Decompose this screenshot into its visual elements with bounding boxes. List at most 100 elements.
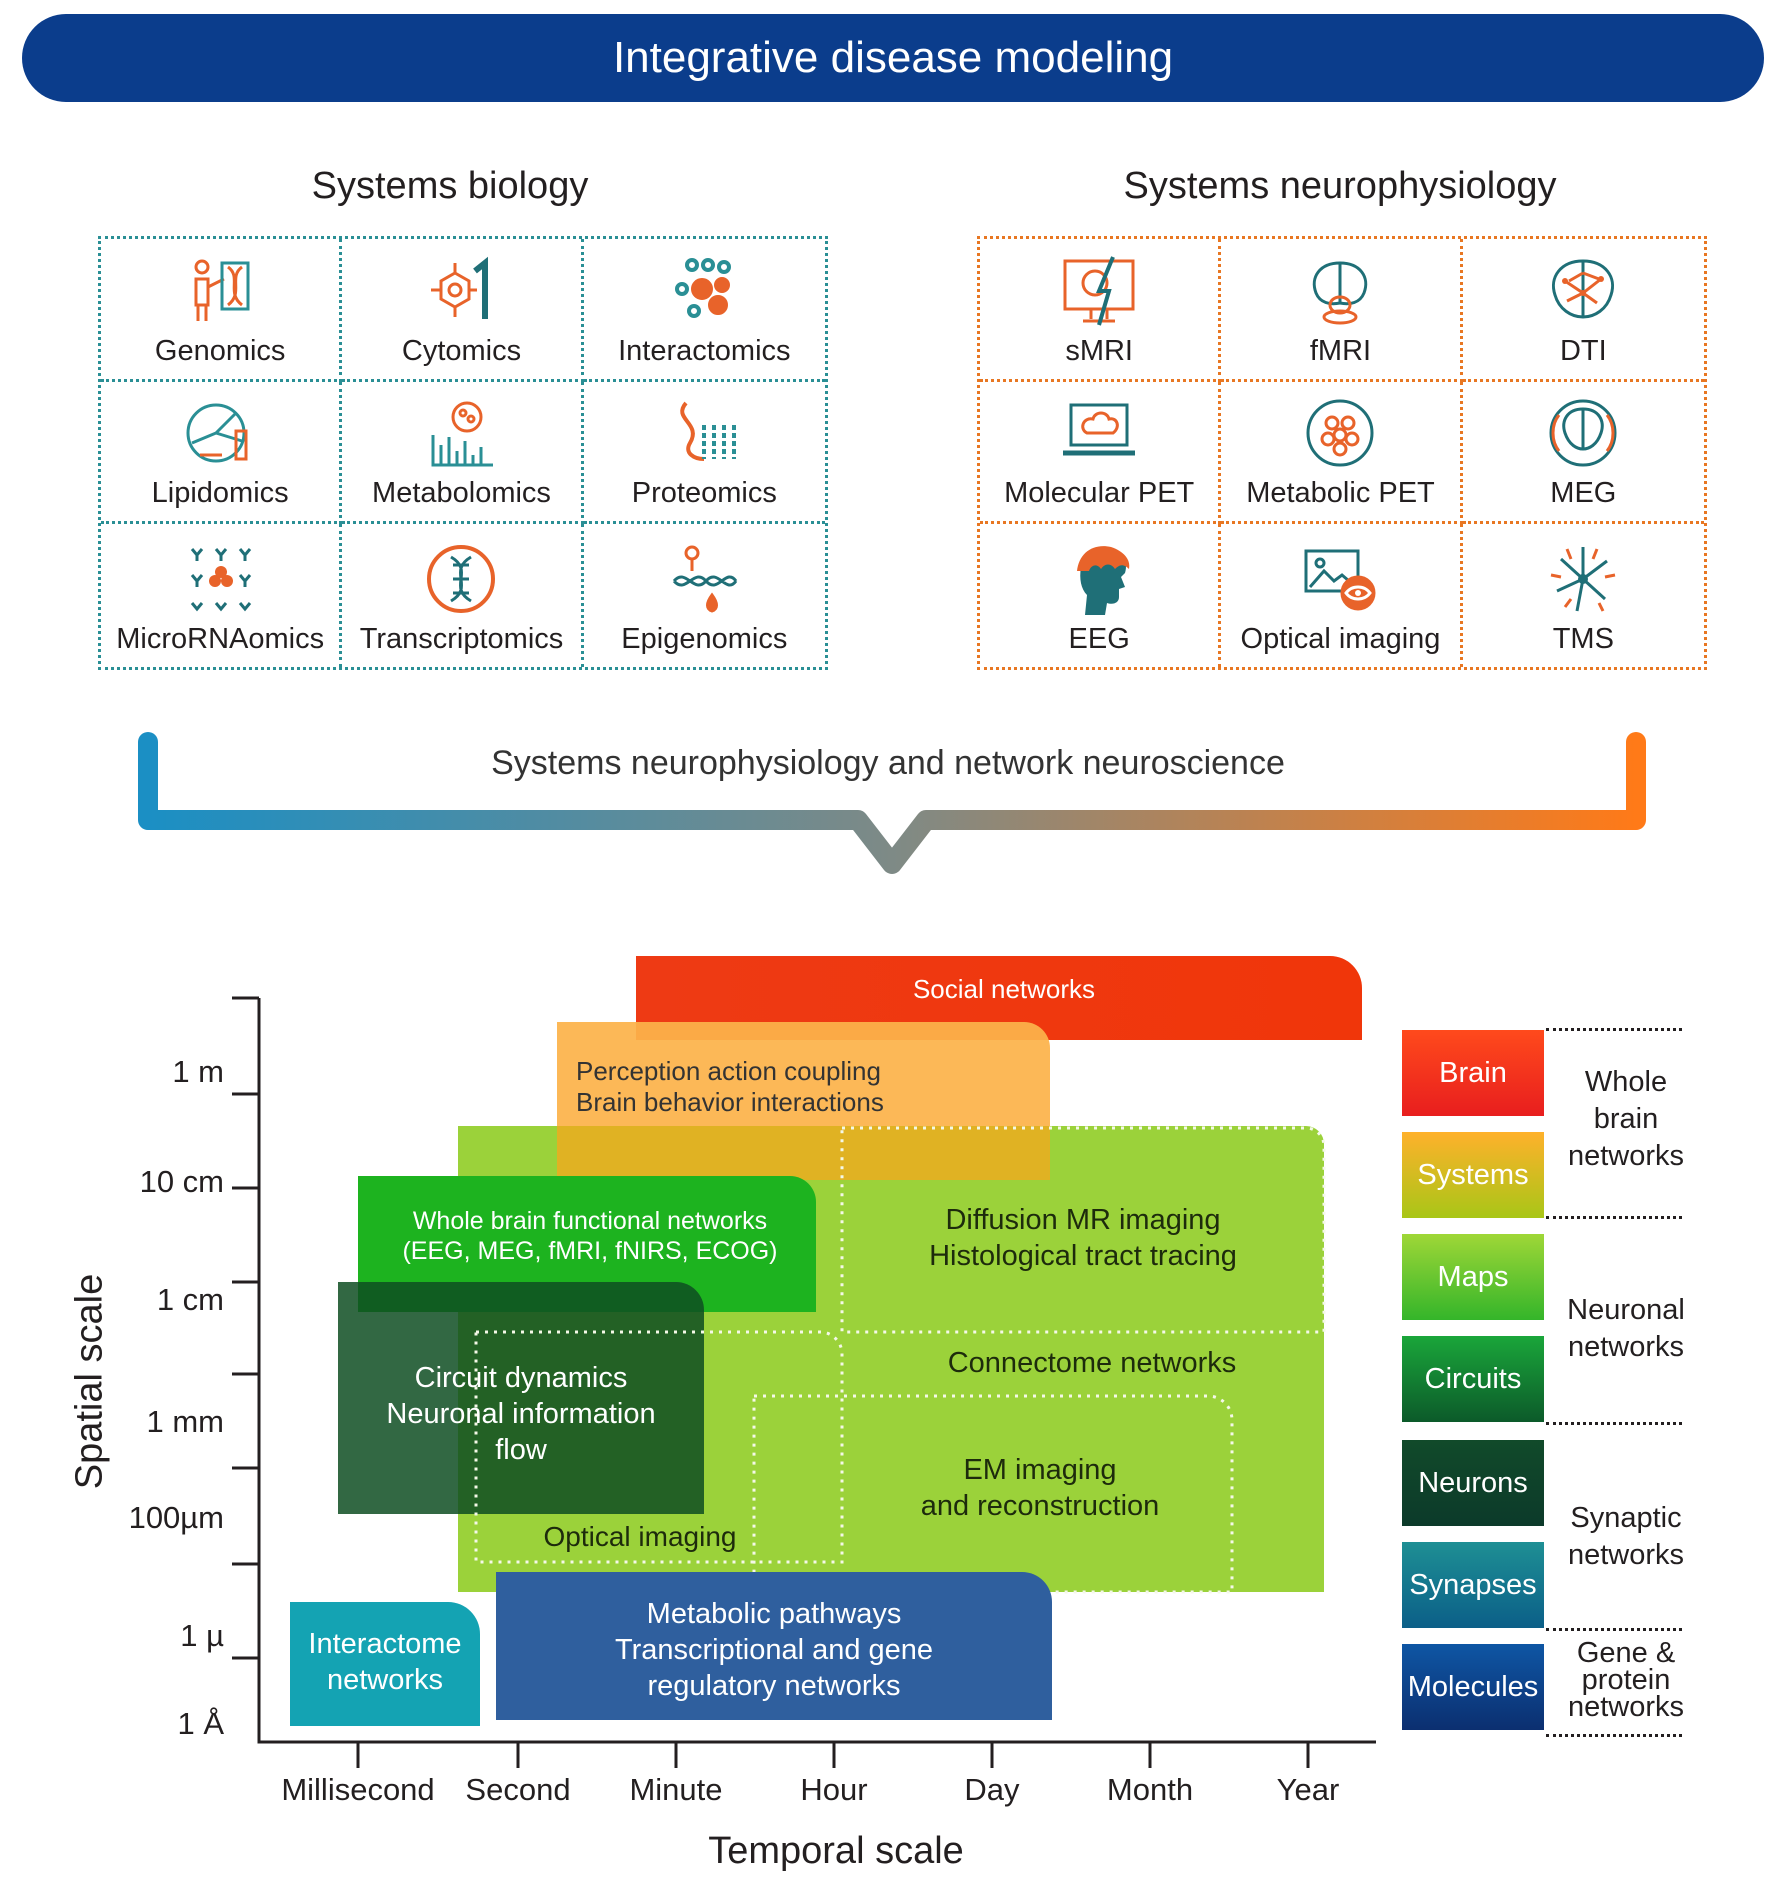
- modality-cell-molecular-pet: Molecular PET: [980, 381, 1222, 525]
- legend-separator: [1546, 1734, 1682, 1737]
- modality-cell-eeg: EEG: [980, 524, 1222, 667]
- interactome-line-1: Interactome: [308, 1628, 462, 1660]
- omics-cell-interactomics: Interactomics: [583, 239, 825, 382]
- modality-cell-tms: TMS: [1463, 524, 1704, 667]
- social-networks-region: [636, 956, 1362, 1040]
- metabolomics-icon: [431, 401, 494, 467]
- em-line-1: EM imaging: [963, 1454, 1117, 1486]
- modality-label: sMRI: [1065, 334, 1133, 367]
- x-tick-label: Minute: [629, 1772, 723, 1807]
- interactome-line-2: networks: [326, 1664, 444, 1696]
- modality-label: Optical imaging: [1240, 623, 1441, 655]
- legend-group-line: Gene &: [1576, 1637, 1676, 1669]
- legend-separator: [1546, 1028, 1682, 1031]
- connectome-label: Connectome networks: [947, 1347, 1237, 1379]
- omics-label: Genomics: [154, 334, 286, 367]
- omics-cell-genomics: Genomics: [101, 239, 343, 382]
- metabolic-pet-icon: [1306, 399, 1374, 467]
- circuit-dynamics-label: Circuit dynamics Neuronal information fl…: [338, 1360, 704, 1468]
- optical-imaging-label: Optical imaging: [543, 1521, 737, 1552]
- diffusion-line-2: Histological tract tracing: [929, 1240, 1237, 1272]
- circuit-line-3: flow: [495, 1434, 547, 1466]
- metabolic-line-1: Metabolic pathways: [646, 1598, 902, 1630]
- legend-group-line: brain: [1593, 1103, 1659, 1135]
- legend-separator: [1546, 1422, 1682, 1425]
- y-tick-label: 1 m: [172, 1054, 224, 1089]
- modality-label: MEG: [1550, 477, 1617, 510]
- legend-group-whole-brain: Whole brain networks: [1556, 1064, 1696, 1175]
- legend-group-line: protein: [1581, 1664, 1671, 1696]
- modality-label: EEG: [1068, 623, 1130, 655]
- modality-label: TMS: [1552, 623, 1614, 655]
- eeg-icon: [1077, 546, 1130, 615]
- y-tick-label: 1 Å: [177, 1706, 224, 1741]
- omics-label: Proteomics: [631, 477, 777, 510]
- modality-label: Metabolic PET: [1246, 477, 1435, 510]
- whole-brain-line-2: (EEG, MEG, fMRI, fNIRS, ECOG): [402, 1237, 778, 1265]
- dti-icon: [1552, 259, 1615, 319]
- omics-label: Interactomics: [618, 334, 791, 367]
- whole-brain-region: [358, 1176, 816, 1312]
- y-axis-title: Spatial scale: [68, 1273, 111, 1490]
- tms-icon: [1551, 547, 1616, 612]
- metabolic-line-3: regulatory networks: [647, 1670, 901, 1702]
- microrna-icon: [191, 548, 252, 612]
- legend-maps: Maps: [1402, 1234, 1544, 1320]
- modality-cell-smri: sMRI: [980, 239, 1222, 382]
- bracket-label: Systems neurophysiology and network neur…: [491, 744, 1285, 782]
- legend-molecules: Molecules: [1402, 1644, 1544, 1730]
- metabolic-line-2: Transcriptional and gene: [614, 1634, 934, 1666]
- legend-separator: [1546, 1216, 1682, 1219]
- y-tick-label: 1 µ: [180, 1618, 224, 1653]
- omics-label: Epigenomics: [621, 623, 788, 655]
- meg-icon: [1549, 399, 1617, 467]
- interactome-label: Interactome networks: [290, 1626, 480, 1698]
- modality-cell-optical-imaging: Optical imaging: [1221, 524, 1463, 667]
- genomics-icon: [194, 259, 250, 321]
- modality-label: Molecular PET: [1004, 477, 1195, 510]
- modality-label: fMRI: [1309, 334, 1372, 367]
- perception-label: Perception action coupling Brain behavio…: [576, 1056, 996, 1118]
- proteomics-icon: [680, 402, 737, 462]
- x-tick-label: Hour: [800, 1772, 868, 1807]
- omics-cell-metabolomics: Metabolomics: [342, 381, 584, 525]
- legend-group-line: Whole: [1584, 1066, 1668, 1098]
- x-tick-label: Second: [465, 1772, 571, 1807]
- y-axis-ticks: [232, 996, 259, 1660]
- x-tick-label: Year: [1276, 1772, 1340, 1807]
- whole-brain-line-1: Whole brain functional networks: [412, 1207, 768, 1235]
- legend-group-line: networks: [1567, 1140, 1685, 1172]
- perception-line-2: Brain behavior interactions: [576, 1087, 884, 1118]
- omics-cell-microrna: MicroRNAomics: [101, 524, 343, 667]
- perception-line-1: Perception action coupling: [576, 1056, 881, 1086]
- modality-cell-metabolic-pet: Metabolic PET: [1221, 381, 1463, 525]
- circuit-dynamics-region: [338, 1282, 704, 1514]
- x-axis-title: Temporal scale: [708, 1830, 964, 1872]
- epigenomics-icon: [673, 545, 738, 613]
- legend-synapses: Synapses: [1402, 1542, 1544, 1628]
- omics-cell-epigenomics: Epigenomics: [584, 524, 825, 667]
- circuit-line-1: Circuit dynamics: [414, 1362, 628, 1394]
- legend-group-line: networks: [1567, 1331, 1685, 1363]
- x-tick-label: Day: [964, 1772, 1020, 1807]
- interactomics-icon: [675, 257, 732, 318]
- legend-circuits: Circuits: [1402, 1336, 1544, 1422]
- y-tick-label: 1 mm: [146, 1404, 225, 1439]
- legend-group-gene-protein: Gene & protein networks: [1556, 1637, 1696, 1722]
- lipidomics-icon: [186, 403, 248, 463]
- em-line-2: and reconstruction: [920, 1490, 1160, 1522]
- y-axis-line: [257, 998, 1376, 1744]
- legend-group-line: Synaptic: [1570, 1502, 1682, 1534]
- legend-group-line: networks: [1567, 1539, 1685, 1571]
- omics-label: Metabolomics: [372, 477, 551, 510]
- omics-cell-lipidomics: Lipidomics: [101, 381, 343, 525]
- metabolic-region: [496, 1572, 1052, 1720]
- x-axis-ticks: [356, 1742, 1310, 1768]
- y-tick-label: 10 cm: [139, 1164, 224, 1199]
- x-tick-label: Month: [1106, 1772, 1194, 1807]
- systems-neurophysiology-title: Systems neurophysiology: [1123, 165, 1557, 207]
- y-tick-label: 100µm: [128, 1500, 224, 1535]
- legend-neurons: Neurons: [1402, 1440, 1544, 1526]
- scale-chart: [232, 956, 1376, 1768]
- circuit-line-2: Neuronal information: [386, 1398, 656, 1430]
